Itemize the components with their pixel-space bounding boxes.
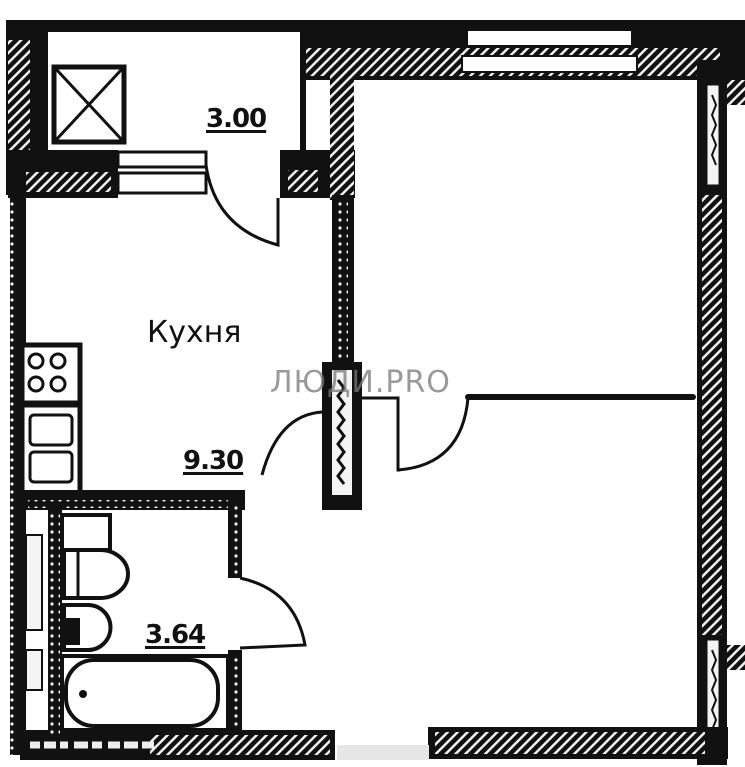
bathtub-icon xyxy=(60,654,230,732)
kitchen-counter-icon xyxy=(19,402,83,496)
kitchen-label: Кухня xyxy=(147,315,242,350)
washbasin-icon xyxy=(62,603,113,652)
kitchen-door-swing xyxy=(260,410,323,476)
bathroom-walls xyxy=(20,490,245,740)
bathroom-door-swing xyxy=(239,576,307,650)
storage-area-label: 3.00 xyxy=(206,104,267,134)
toilet-icon xyxy=(62,548,130,600)
living-room-door xyxy=(362,394,696,472)
partition-wall-center xyxy=(322,195,362,510)
ventilation-shaft-icon xyxy=(51,64,127,145)
storage-walls xyxy=(8,30,355,200)
storage-door-swing xyxy=(204,164,280,247)
bathroom-area-label: 3.64 xyxy=(145,620,206,650)
sink-icon xyxy=(60,513,112,552)
stove-icon xyxy=(19,342,83,406)
exterior-wall-top xyxy=(10,20,745,80)
exterior-wall-right xyxy=(697,60,745,765)
watermark: ЛЮДИ.PRO xyxy=(270,365,451,400)
exterior-wall-bottom xyxy=(20,727,728,760)
kitchen-area-label: 9.30 xyxy=(183,446,244,476)
